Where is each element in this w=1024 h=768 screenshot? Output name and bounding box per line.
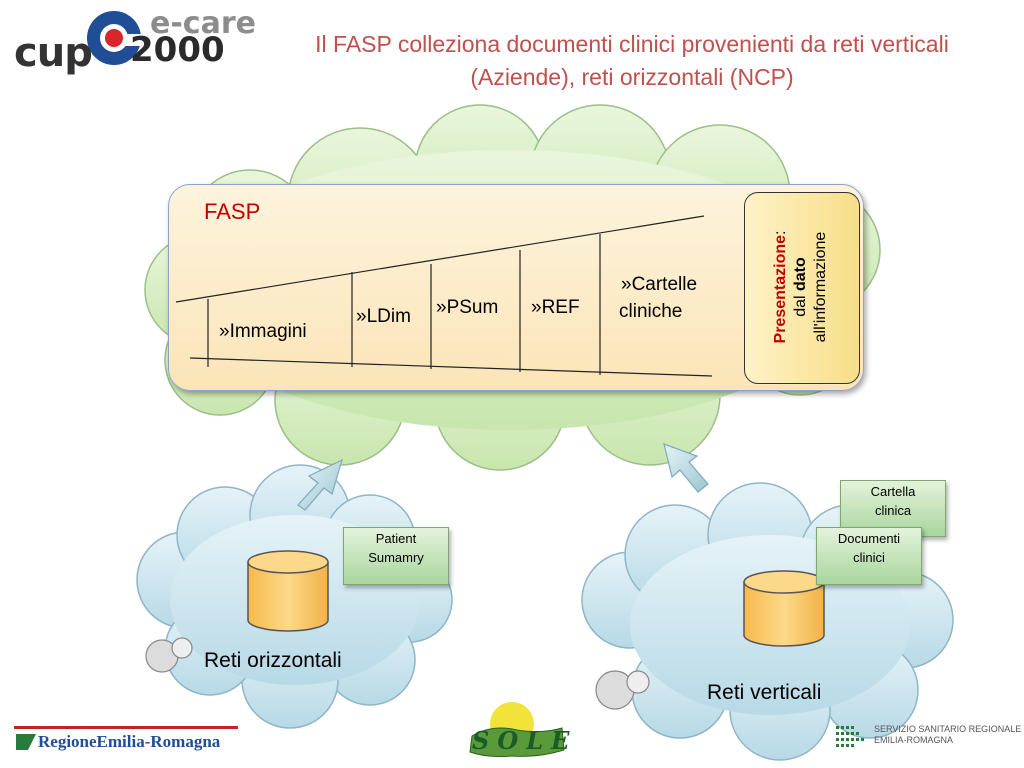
- item-cartelle: »Cartelle: [621, 274, 698, 295]
- presentazione-colon: :: [772, 230, 789, 235]
- documenti-clinici-note: Documenti clinici: [816, 527, 922, 585]
- ssr-text: SERVIZIO SANITARIO REGIONALE EMILIA-ROMA…: [874, 724, 1021, 746]
- logo-swirl-icon: [87, 11, 148, 65]
- fasp-lines: [175, 215, 713, 377]
- reti-verticali-label: Reti verticali: [707, 681, 822, 704]
- title-line-1: Il FASP colleziona documenti clinici pro…: [315, 31, 949, 57]
- logo-ecare-text: e-care: [150, 6, 256, 41]
- item-psum: »PSum: [436, 297, 499, 318]
- regione-text: RegioneEmilia-Romagna: [38, 732, 221, 751]
- up-arrow-icon: [297, 443, 709, 511]
- sole-map-icon: [469, 702, 565, 757]
- logo-year-text: 2000: [130, 30, 225, 70]
- item-ref: »REF: [531, 297, 580, 318]
- item-cliniche: cliniche: [619, 301, 683, 322]
- presentazione-dal: dal: [792, 295, 809, 317]
- ssr-grid-icon: [836, 726, 864, 747]
- ssr-line-1: SERVIZIO SANITARIO REGIONALE: [874, 724, 1022, 734]
- note-line: Cartella: [870, 484, 916, 499]
- note-line: Patient: [375, 531, 417, 546]
- note-line: clinici: [853, 550, 885, 565]
- regione-logo: RegioneEmilia-Romagna: [14, 724, 238, 754]
- note-line: clinica: [874, 503, 912, 518]
- note-line: Sumamry: [368, 550, 424, 565]
- reti-orizzontali-label: Reti orizzontali: [204, 649, 342, 672]
- patient-summary-note: Patient Sumamry: [343, 527, 449, 585]
- title-line-2: (Aziende), reti orizzontali (NCP): [470, 64, 794, 90]
- logo-cup-text: cup: [14, 30, 93, 76]
- fasp-label: FASP: [204, 199, 261, 224]
- item-immagini: »Immagini: [219, 321, 307, 342]
- regione-flag-icon: [14, 726, 238, 750]
- item-ldim: »LDim: [356, 306, 411, 327]
- presentazione-dato: dato: [792, 257, 809, 291]
- presentazione-text: Presentazione: dal dato all'informazione: [771, 192, 831, 382]
- presentazione-informazione: all'informazione: [812, 231, 829, 343]
- slide-title: Il FASP colleziona documenti clinici pro…: [240, 28, 1024, 94]
- note-line: Documenti: [837, 531, 901, 546]
- database-icon: [247, 550, 825, 647]
- presentazione-title: Presentazione: [772, 234, 789, 344]
- sole-text: SOLE: [472, 726, 578, 755]
- ssr-line-2: EMILIA-ROMAGNA: [874, 735, 954, 745]
- presentazione-box: [744, 192, 860, 384]
- bubble-icon: [145, 637, 650, 710]
